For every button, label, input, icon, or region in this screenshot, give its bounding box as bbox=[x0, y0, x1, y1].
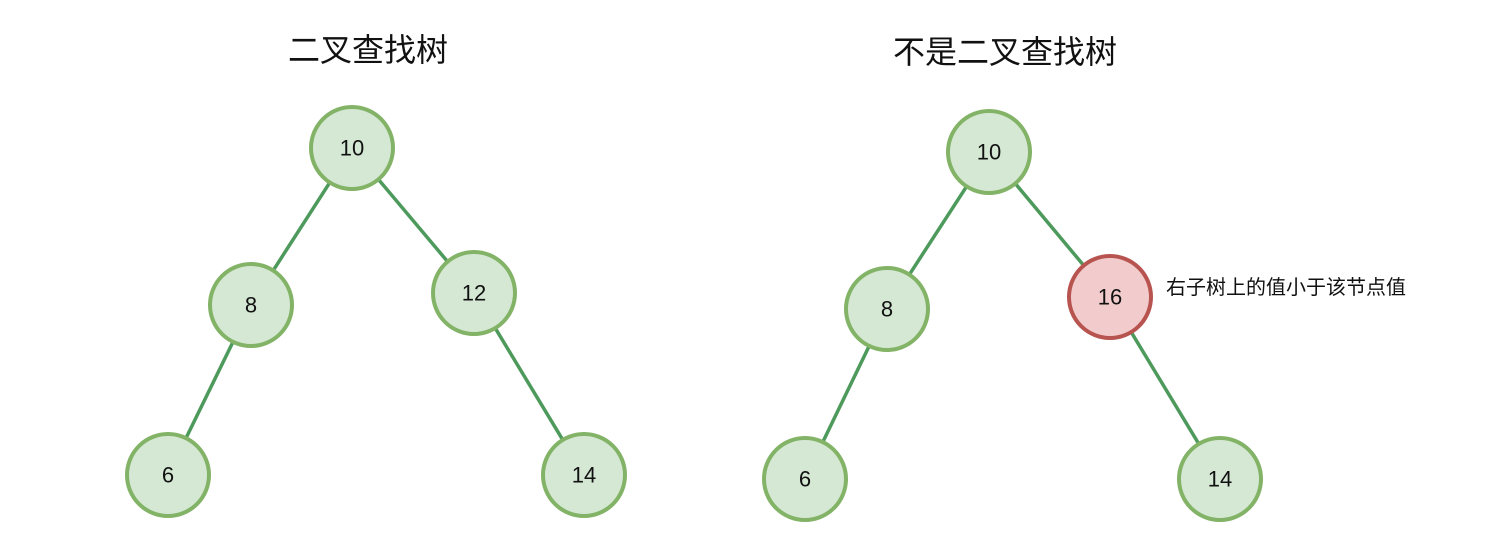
node-label-16: 16 bbox=[1098, 285, 1122, 310]
tree-node-8 bbox=[208, 262, 294, 348]
node-label-12: 12 bbox=[462, 281, 486, 306]
edge-n10-n8 bbox=[271, 181, 332, 272]
left-tree-title: 二叉查找树 bbox=[287, 31, 449, 69]
node-label-8: 8 bbox=[245, 293, 257, 318]
edge-n10-n12 bbox=[377, 178, 449, 263]
tree-node-6 bbox=[762, 436, 848, 522]
bst-tree: 10 8 12 6 14 bbox=[125, 105, 627, 518]
right-tree-title: 不是二叉查找树 bbox=[892, 33, 1118, 71]
node-label-14: 14 bbox=[1208, 467, 1232, 492]
invalid-node-annotation: 右子树上的值小于该节点值 bbox=[1166, 275, 1406, 299]
tree-node-12 bbox=[431, 250, 517, 336]
node-label-14: 14 bbox=[572, 463, 596, 488]
tree-node-14 bbox=[1177, 436, 1263, 522]
tree-node-10 bbox=[309, 105, 395, 191]
node-label-6: 6 bbox=[799, 467, 811, 492]
node-label-10: 10 bbox=[977, 140, 1001, 165]
node-label-8: 8 bbox=[881, 297, 893, 322]
tree-node-8 bbox=[844, 266, 930, 352]
edge-n12-n14 bbox=[493, 327, 565, 441]
edge-n16-n14 bbox=[1129, 331, 1201, 445]
edge-n8-n6 bbox=[184, 340, 235, 440]
node-label-6: 6 bbox=[162, 463, 174, 488]
tree-node-6 bbox=[125, 432, 211, 518]
edge-n10-n16 bbox=[1014, 182, 1085, 267]
edge-n8-n6 bbox=[821, 345, 871, 443]
invalid-node-16 bbox=[1067, 254, 1153, 340]
tree-node-10 bbox=[946, 109, 1032, 195]
node-label-10: 10 bbox=[340, 136, 364, 161]
edge-n10-n8 bbox=[908, 185, 968, 276]
non-bst-tree: 10 8 16 6 14 bbox=[762, 109, 1263, 522]
tree-node-14 bbox=[541, 432, 627, 518]
